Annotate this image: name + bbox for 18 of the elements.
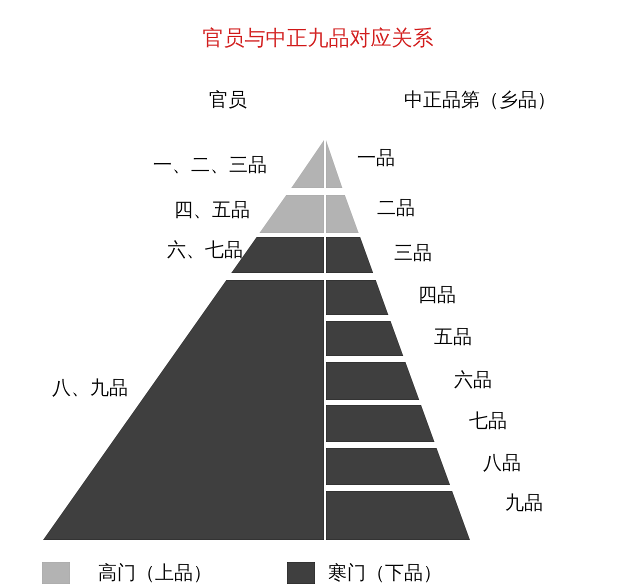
grade-label: 三品 [394,241,432,266]
rank-label: 四、五品 [174,198,250,223]
legend-label: 寒门（下品） [328,561,442,586]
rank-label: 八、九品 [52,376,128,401]
column-header: 中正品第（乡品） [404,88,556,113]
grade-label: 二品 [377,196,415,221]
title: 官员与中正九品对应关系 [202,25,434,52]
rank-label: 六、七品 [167,238,243,263]
column-header: 官员 [209,88,247,113]
grade-label: 九品 [505,491,543,516]
legend-label: 高门（上品） [98,561,212,586]
grade-label: 四品 [418,283,456,308]
grade-label: 六品 [454,368,492,393]
grade-label: 一品 [357,146,395,171]
rank-label: 一、二、三品 [153,153,267,178]
grade-label: 五品 [434,325,472,350]
grade-label: 七品 [469,409,507,434]
grade-label: 八品 [483,451,521,476]
